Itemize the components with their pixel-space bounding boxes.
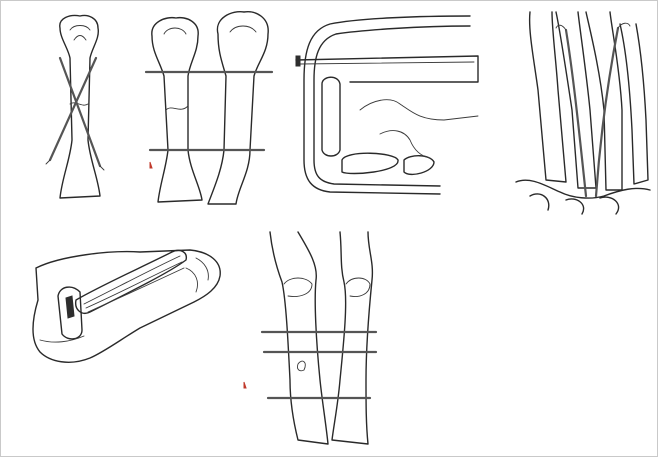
- cast-fold-lines: [40, 258, 208, 342]
- right-bone-head-notch: [230, 26, 256, 32]
- radius-outline: [270, 232, 328, 444]
- panel-finger-splint-side-view: [296, 16, 478, 194]
- panel-hand-skeleton-longitudinal-wires: [516, 12, 650, 214]
- red-marker: [150, 162, 152, 168]
- wire-hook-1: [556, 25, 566, 30]
- metacarpal-right: [620, 24, 648, 184]
- radius-head: [284, 278, 312, 297]
- bone-fragment: [66, 296, 74, 318]
- ulna-head: [346, 278, 370, 297]
- bone-head-notch: [70, 26, 90, 41]
- wire-end-left: [296, 56, 300, 66]
- cast-wire-3: [88, 268, 184, 312]
- distal-bone-segment: [342, 153, 398, 173]
- cast-wire-1: [84, 256, 180, 304]
- fracture-mark: [297, 361, 305, 371]
- splint-inner: [314, 26, 470, 186]
- longitudinal-wire-2: [596, 28, 618, 196]
- red-marker-2: [244, 382, 246, 388]
- panel-transverse-pins-forearm-bones: [244, 232, 376, 444]
- panel-transverse-pins-two-metacarpals: [146, 12, 272, 204]
- wire-tip-1: [46, 160, 50, 164]
- finger-bone-segment: [322, 77, 340, 156]
- fracture-line: [70, 103, 88, 105]
- wire-tip-2: [100, 166, 104, 170]
- thumb-bone: [76, 250, 187, 313]
- fingertip-segment: [404, 156, 434, 175]
- cast-outline: [33, 250, 220, 362]
- right-bone-outline: [208, 12, 268, 204]
- splint-outer: [304, 16, 470, 194]
- panel-thumb-cast-with-wires: [33, 250, 220, 362]
- left-bone-outline: [152, 18, 202, 202]
- left-bone-fracture: [166, 106, 188, 110]
- ulna-outline: [332, 232, 372, 444]
- panel-crossed-k-wires-metacarpal: [46, 16, 104, 199]
- k-wire-2: [60, 58, 100, 166]
- wire-inner-line: [300, 62, 474, 64]
- cast-wire-2: [86, 262, 182, 308]
- proximal-phalanx-wire: [296, 56, 478, 82]
- left-bone-head-notch: [164, 28, 186, 34]
- palm-soft-tissue: [360, 100, 478, 158]
- carpal-row: [516, 180, 650, 214]
- metacarpal-bone-outline: [60, 16, 100, 199]
